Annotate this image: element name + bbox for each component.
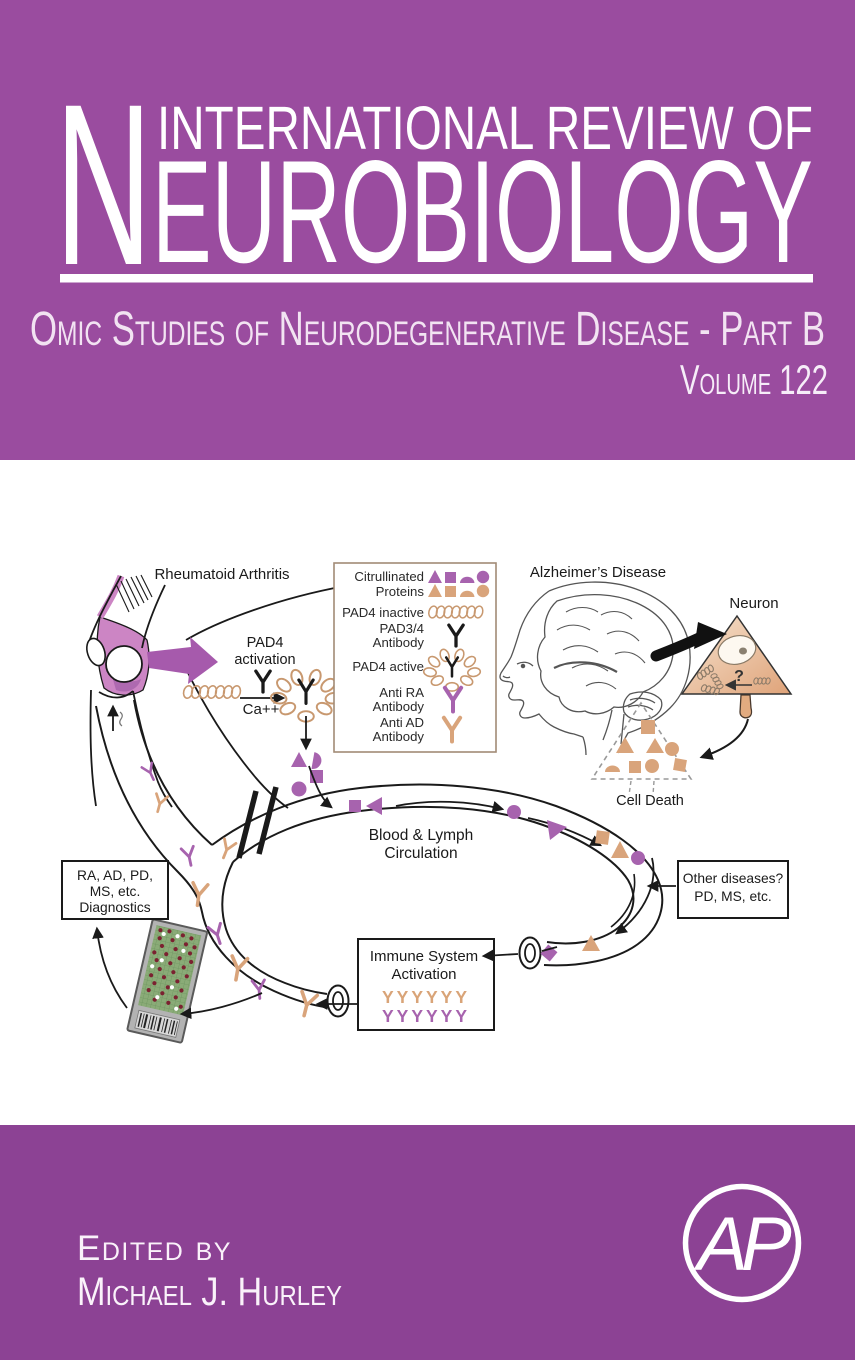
label-alzheimers-disease: Alzheimer’s Disease xyxy=(530,564,666,581)
vessel-branch-right-wall xyxy=(133,699,213,846)
editor-name: Michael J. Hurley xyxy=(77,1270,342,1314)
pad4-active-icon xyxy=(268,666,344,724)
sylvian-fissure xyxy=(553,661,618,673)
neuron-axon xyxy=(739,694,753,719)
pad34-antibody-icon xyxy=(254,669,272,694)
series-title-line2: EUROBIOLOGY xyxy=(152,130,813,293)
logo-ring-icon xyxy=(682,1183,802,1303)
legend-label: PAD3/4 xyxy=(380,621,424,636)
immune-system-box: Immune System Activation YYYYYY YYYYYY xyxy=(357,938,495,1031)
other-diseases-line2: PD, MS, etc. xyxy=(694,889,771,904)
immune-line2: Activation xyxy=(391,966,456,983)
neuron-nucleus xyxy=(717,635,757,665)
vessel-inner-left-wall xyxy=(221,861,328,995)
vessel-outer-top-wall xyxy=(211,783,664,967)
diagnostics-line3: Diagnostics xyxy=(79,900,150,915)
legend-label: Antibody xyxy=(373,635,425,650)
label-blood-lymph-2: Circulation xyxy=(384,845,457,862)
chip-spots xyxy=(146,928,197,1009)
legend-label: PAD4 active xyxy=(352,659,424,674)
vessel-contents xyxy=(107,704,655,1020)
brain-gyri xyxy=(556,606,646,690)
joint-release-arrow xyxy=(147,637,218,684)
cerebellum xyxy=(622,691,663,721)
brain-outline xyxy=(536,593,674,715)
label-calcium: Ca++ xyxy=(243,701,280,718)
bottom-band-background xyxy=(0,1125,855,1360)
series-title-line1: INTERNATIONAL REVIEW OF xyxy=(157,94,813,162)
knee-joint-sketch xyxy=(86,574,346,809)
microarray-chip xyxy=(126,918,208,1044)
label-pad4-2: activation xyxy=(234,652,295,668)
vessel-outer-left-wall xyxy=(95,705,332,1009)
logo-monogram: AP xyxy=(693,1202,792,1287)
label-rheumatoid-arthritis: Rheumatoid Arthritis xyxy=(154,566,289,583)
cover-top-band: N INTERNATIONAL REVIEW OF EUROBIOLOGY Om… xyxy=(0,0,855,460)
brain-to-neuron-arrow xyxy=(650,622,727,662)
vessel-break-mark xyxy=(256,786,279,855)
pad4-activation-group xyxy=(181,666,344,809)
legend-label: Anti RA xyxy=(379,685,424,700)
diagnostics-line2: MS, etc. xyxy=(90,884,141,899)
other-diseases-box: Other diseases? PD, MS, etc. xyxy=(646,860,789,919)
femoral-condyle xyxy=(105,645,143,683)
legend-label: Proteins xyxy=(376,584,425,599)
top-band-background xyxy=(0,0,855,460)
legend-label: Antibody xyxy=(373,699,425,714)
brain-sketch xyxy=(499,581,691,756)
eye xyxy=(516,661,534,667)
title-divider-rule xyxy=(60,274,813,283)
legend-label: Anti AD xyxy=(380,715,424,730)
legend-label: Citrullinated xyxy=(354,569,424,584)
label-cell-death: Cell Death xyxy=(616,793,684,809)
antibody-row-tan: YYYYYY xyxy=(382,987,470,1007)
citrullinated-proteins-purple-icons xyxy=(428,570,490,584)
other-diseases-line1: Other diseases? xyxy=(683,871,784,886)
diagnostics-line1: RA, AD, PD, xyxy=(77,868,153,883)
edited-by-label: Edited by xyxy=(77,1229,232,1268)
label-pad4-1: PAD4 xyxy=(247,635,284,651)
face-profile-line xyxy=(499,590,584,738)
released-protein-shapes xyxy=(605,720,687,773)
legend-label: PAD4 inactive xyxy=(342,605,424,620)
series-title-initial: N xyxy=(55,56,152,313)
neuron-question-mark: ? xyxy=(734,668,744,685)
volume-number: Volume 122 xyxy=(680,356,828,403)
antibody-row-purple: YYYYYY xyxy=(382,1006,470,1026)
immune-line1: Immune System xyxy=(370,948,478,965)
circulation-vessel xyxy=(95,699,664,1018)
legend-label: Antibody xyxy=(373,729,425,744)
patella xyxy=(86,637,106,667)
skull-outline xyxy=(548,581,691,754)
academic-press-logo: AP xyxy=(682,1183,802,1303)
diagnostics-box: RA, AD, PD, MS, etc. Diagnostics xyxy=(61,860,169,920)
neuron-group: ? xyxy=(680,614,793,760)
volume-subtitle: Omic Studies of Neurodegenerative Diseas… xyxy=(30,303,825,356)
pad4-inactive-coil-icon xyxy=(181,684,243,700)
cell-death-group xyxy=(590,701,693,796)
cover-figure: ? xyxy=(61,562,793,1044)
dying-neuron-outline xyxy=(590,701,693,780)
figure-legend: Citrullinated Proteins PAD4 inactive PAD… xyxy=(333,562,497,753)
citrullinated-proteins-tan-icons xyxy=(428,584,490,598)
label-neuron: Neuron xyxy=(729,595,778,612)
label-blood-lymph-1: Blood & Lymph xyxy=(369,827,474,844)
vessel-break-mark xyxy=(236,790,259,859)
cover-bottom-band: Edited by Michael J. Hurley AP xyxy=(0,1125,855,1360)
